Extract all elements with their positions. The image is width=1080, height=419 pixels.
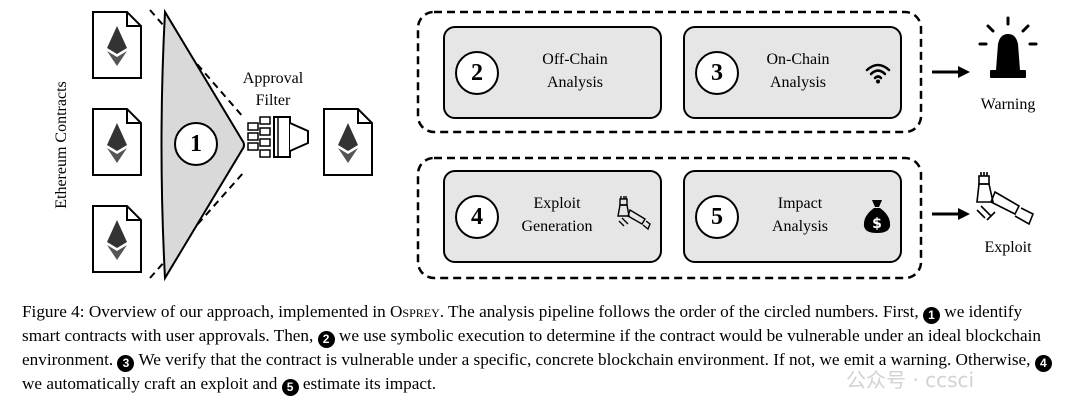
off-chain-analysis-box: 2 Off-Chain Analysis — [443, 26, 662, 119]
stage-2-circle: 2 — [455, 51, 499, 95]
money-bag-icon: $ — [863, 200, 891, 233]
stage-4-line2: Generation — [521, 218, 593, 235]
filter-step-circle: 1 — [174, 122, 218, 166]
stage-4-number: 4 — [471, 203, 483, 230]
watermark: 公众号 · ccsci — [846, 368, 975, 392]
stage-2-line2: Analysis — [547, 74, 603, 91]
chess-piece-icon — [617, 196, 651, 231]
caption-part6: estimate its impact. — [298, 374, 437, 393]
stage-3-number: 3 — [711, 59, 723, 86]
contract-document-icon — [92, 108, 142, 176]
exploit-output-label: Exploit — [984, 239, 1032, 256]
impact-analysis-box: 5 Impact Analysis $ — [683, 170, 902, 263]
stage-4-line1: Exploit — [533, 195, 581, 212]
stage-5-line1: Impact — [777, 195, 823, 212]
caption-part1: . The analysis pipeline follows the orde… — [439, 302, 923, 321]
exploit-arrow — [932, 208, 970, 220]
caption-step-2-badge: 2 — [317, 331, 335, 348]
on-chain-analysis-box: 3 On-Chain Analysis — [683, 26, 902, 119]
wifi-icon — [865, 63, 891, 84]
caption-part3: we use symbolic execution to determine i… — [22, 326, 1041, 369]
exploit-generation-box: 4 Exploit Generation — [443, 170, 662, 263]
on-chain-analysis-label: On-Chain Analysis — [743, 48, 853, 94]
off-chain-analysis-label: Off-Chain Analysis — [505, 48, 645, 94]
exploit-generation-label: Exploit Generation — [507, 192, 607, 238]
filtered-contract-document-icon — [323, 108, 373, 176]
stage-2-number: 2 — [471, 59, 483, 86]
stage-2-line1: Off-Chain — [542, 51, 608, 68]
stage-5-circle: 5 — [695, 195, 739, 239]
stage-3-line1: On-Chain — [766, 51, 830, 68]
stage-5-number: 5 — [711, 203, 723, 230]
approval-filter-line1: Approval — [242, 70, 304, 87]
caption-step-4-badge: 4 — [1034, 355, 1052, 372]
stage-4-circle: 4 — [455, 195, 499, 239]
caption-step-1-badge: 1 — [922, 307, 940, 324]
figure-caption: Figure 4: Overview of our approach, impl… — [22, 300, 1064, 396]
filter-icon — [247, 116, 309, 158]
stage-5-line2: Analysis — [772, 218, 828, 235]
approval-filter-label: Approval Filter — [228, 68, 318, 112]
warning-output-label: Warning — [980, 96, 1036, 113]
caption-prefix: Figure 4: Overview of our approach, impl… — [22, 302, 390, 321]
caption-tool-name: Osprey — [390, 302, 440, 321]
analysis-group-bottom — [416, 156, 923, 280]
stage-3-line2: Analysis — [770, 74, 826, 91]
contract-document-icon — [92, 205, 142, 273]
caption-part2: we identify smart contracts with user ap… — [22, 302, 1023, 345]
warning-arrow — [932, 66, 970, 78]
approach-diagram — [92, 8, 1038, 282]
stage-3-circle: 3 — [695, 51, 739, 95]
caption-step-5-badge: 5 — [281, 379, 299, 396]
svg-text:$: $ — [872, 216, 882, 232]
contract-document-icon — [92, 11, 142, 79]
caption-step-3-badge: 3 — [117, 355, 135, 372]
impact-analysis-label: Impact Analysis — [745, 192, 855, 238]
analysis-group-top — [416, 10, 923, 134]
approval-filter-line2: Filter — [255, 92, 291, 109]
ethereum-contracts-label: Ethereum Contracts — [53, 81, 70, 209]
chess-knight-icon — [976, 172, 1035, 226]
siren-icon — [978, 16, 1038, 78]
caption-part5: we automatically craft an exploit and — [22, 374, 282, 393]
filter-step-number: 1 — [190, 130, 202, 157]
caption-part4: We verify that the contract is vulnerabl… — [134, 350, 1035, 369]
